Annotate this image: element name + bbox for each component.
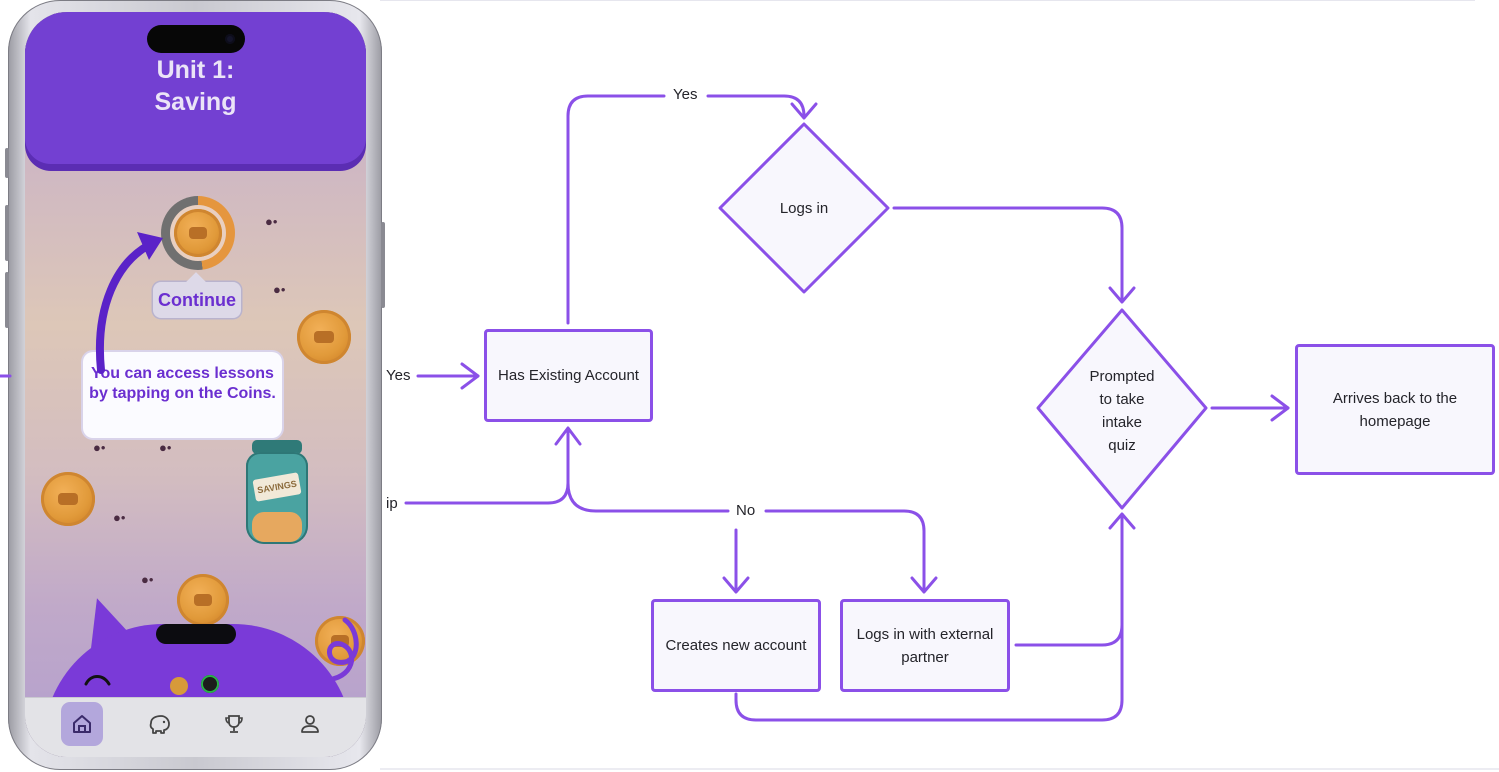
continue-button[interactable]: Continue xyxy=(153,282,241,318)
piggy-bank-icon xyxy=(149,715,170,734)
node-creates-new-account: Creates new account xyxy=(651,599,821,692)
unit-title-line1: Unit 1: xyxy=(156,56,235,84)
node-logs-in-label: Logs in xyxy=(779,200,829,217)
connector-external-to-prompted xyxy=(1014,514,1124,647)
coin-badge-icon xyxy=(170,677,188,695)
profile-icon xyxy=(301,715,319,733)
node-logs-in-external: Logs in with external partner xyxy=(840,599,1010,692)
connector-ip-to-account xyxy=(404,428,570,505)
edge-label-no: No xyxy=(732,502,760,519)
bottom-divider xyxy=(380,768,1499,770)
paw-print-icon: ●• xyxy=(265,214,278,229)
node-has-existing-account: Has Existing Account xyxy=(484,329,653,422)
paw-print-icon: ●• xyxy=(113,510,126,525)
home-icon xyxy=(73,715,91,733)
arrowhead xyxy=(1108,286,1136,304)
connector-logsin-to-prompted xyxy=(892,206,1124,302)
node-label: Has Existing Account xyxy=(498,367,639,384)
piggy-coin-slot xyxy=(156,624,236,644)
arrowhead xyxy=(554,426,582,446)
tab-achievements[interactable] xyxy=(213,702,255,746)
arrowhead xyxy=(1108,512,1136,530)
arrowhead xyxy=(722,576,750,594)
volume-up-button xyxy=(5,205,9,261)
power-button xyxy=(381,222,385,308)
bottom-tab-bar xyxy=(25,698,366,757)
prompted-quiz-diamond xyxy=(1036,308,1208,510)
avatar-badge-icon xyxy=(201,675,219,693)
logs-in-diamond xyxy=(718,122,890,294)
node-label: Arrives back to the homepage xyxy=(1332,389,1458,430)
action-button xyxy=(5,148,9,178)
phone-mockup: Unit 1: Saving Continue ●• ●• ●• ●• ●• ●… xyxy=(5,0,385,770)
lesson-coin-icon[interactable] xyxy=(41,472,95,526)
node-prompted-line: intake xyxy=(1101,414,1143,431)
piggy-tail-icon xyxy=(320,617,359,683)
node-prompted-quiz-label: Prompted to take intake quiz xyxy=(1062,365,1182,457)
top-divider xyxy=(380,0,1475,1)
arrowhead xyxy=(790,102,818,120)
tab-profile[interactable] xyxy=(289,702,331,746)
node-arrives-homepage: Arrives back to the homepage xyxy=(1295,344,1495,475)
paw-print-icon: ●• xyxy=(159,440,172,455)
tab-home[interactable] xyxy=(61,702,103,746)
current-lesson-coin-icon[interactable] xyxy=(174,209,222,257)
unit-title-line2: Saving xyxy=(154,88,237,116)
arrowhead xyxy=(460,362,480,390)
connector-account-to-no xyxy=(566,481,730,513)
arrowhead xyxy=(1270,394,1290,422)
node-label: Logs in with external partner xyxy=(856,625,994,666)
paw-print-icon: ●• xyxy=(141,572,154,587)
node-prompted-line: quiz xyxy=(1108,437,1136,454)
lesson-coin-icon[interactable] xyxy=(177,574,229,626)
curved-arrow-icon xyxy=(96,232,163,374)
dynamic-island xyxy=(147,25,245,53)
edge-label-partial: ip xyxy=(382,495,402,512)
paw-print-icon: ●• xyxy=(273,282,286,297)
connector-yes-to-logsin xyxy=(706,94,806,118)
phone-screen: Unit 1: Saving Continue ●• ●• ●• ●• ●• ●… xyxy=(25,12,366,757)
lesson-coin-icon[interactable] xyxy=(297,310,351,364)
tooltip-card: You can access lessons by tapping on the… xyxy=(83,352,282,438)
edge-label-yes-left: Yes xyxy=(382,367,415,384)
tab-savings[interactable] xyxy=(137,702,179,746)
paw-print-icon: ●• xyxy=(93,440,106,455)
node-label: Creates new account xyxy=(665,637,807,654)
node-prompted-line: Prompted xyxy=(1089,368,1155,385)
connector-create-to-prompted xyxy=(734,618,1124,722)
arrowhead xyxy=(910,576,938,594)
tooltip-text: You can access lessons by tapping on the… xyxy=(89,365,276,402)
volume-down-button xyxy=(5,272,9,328)
edge-label-yes-top: Yes xyxy=(669,86,702,103)
connector-no-to-external xyxy=(764,509,926,592)
connector-account-to-yes xyxy=(566,94,666,325)
piggy-eye-icon xyxy=(84,675,111,686)
camera-icon xyxy=(225,34,235,44)
current-lesson-progress-ring[interactable] xyxy=(161,196,235,270)
savings-jar-icon: SAVINGS xyxy=(246,440,308,546)
trophy-icon xyxy=(225,715,243,733)
node-prompted-line: to take xyxy=(1099,391,1145,408)
